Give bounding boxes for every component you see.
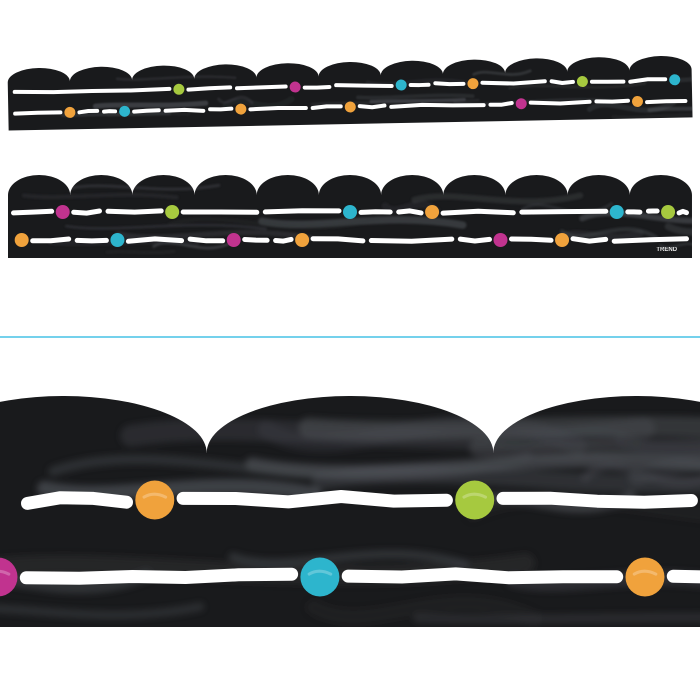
- strip-svg: [0, 396, 700, 627]
- strip-svg: [7, 56, 693, 131]
- dot-magenta: [55, 205, 70, 219]
- dot-magenta: [493, 233, 508, 247]
- chalk-line-top: [21, 490, 698, 510]
- scallop-strip-shape: [7, 56, 693, 131]
- dot-orange: [295, 233, 310, 247]
- dot-orange: [555, 233, 570, 247]
- dot-orange: [425, 205, 440, 219]
- dot-orange: [235, 103, 247, 115]
- dot-teal: [119, 105, 131, 117]
- chalk-line-top: [11, 208, 689, 216]
- dot-teal: [395, 79, 407, 91]
- chalk-line-top: [12, 77, 668, 95]
- dot-green: [576, 76, 588, 88]
- strip-svg: TREND: [8, 175, 692, 258]
- dot-teal: [110, 233, 125, 247]
- dot-orange: [625, 557, 665, 597]
- dot-green: [173, 83, 185, 95]
- dot-magenta: [226, 233, 241, 247]
- dot-teal: [669, 74, 681, 86]
- section-divider-line: [0, 336, 700, 338]
- chalk-line-bottom: [13, 98, 688, 116]
- border-strip-angled-view: [7, 55, 693, 131]
- dot-orange: [631, 95, 643, 107]
- dot-teal: [609, 205, 624, 219]
- dot-teal: [343, 205, 357, 219]
- brand-mark: TREND: [656, 247, 677, 253]
- dot-magenta: [289, 81, 301, 93]
- dot-green: [165, 205, 180, 219]
- dot-magenta: [0, 557, 18, 597]
- dot-magenta: [515, 98, 527, 110]
- chalk-line-bottom: [19, 567, 700, 585]
- dot-green: [661, 205, 676, 219]
- dot-green: [455, 480, 495, 520]
- dot-orange: [64, 106, 76, 118]
- dot-orange: [14, 233, 29, 247]
- dot-orange: [467, 78, 479, 90]
- border-strip-flat-view: TREND: [8, 175, 692, 258]
- dot-teal: [300, 557, 340, 597]
- dot-orange: [135, 480, 175, 520]
- marble-texture: [0, 414, 700, 627]
- chalk-line-bottom: [30, 236, 689, 244]
- dot-orange: [344, 101, 356, 113]
- border-strip-closeup-view: [0, 396, 700, 627]
